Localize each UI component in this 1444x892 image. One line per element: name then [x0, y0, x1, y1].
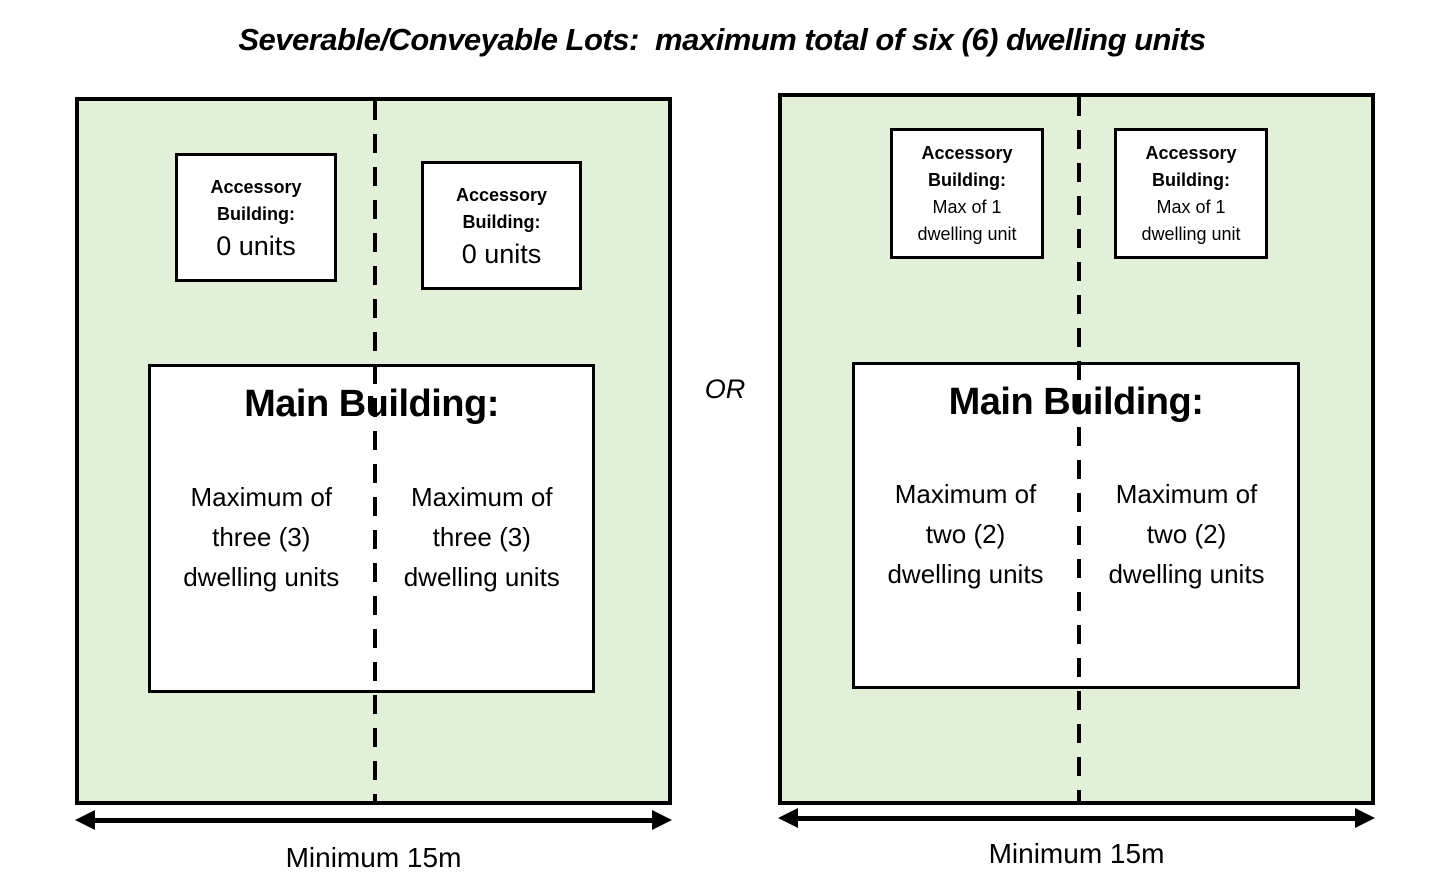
lot-width-arrow — [75, 810, 672, 830]
arrow-shaft — [95, 817, 652, 823]
arrow-right-icon — [652, 810, 672, 830]
accessory-building-box: Accessory Building: 0 units — [175, 153, 337, 282]
lot-option-2: Accessory Building: Max of 1 dwelling un… — [778, 93, 1375, 805]
main-building-left-half-label: Maximum of three (3) dwelling units — [183, 481, 340, 593]
accessory-building-units: Max of 1 dwelling unit — [1141, 196, 1241, 244]
arrow-left-icon — [778, 808, 798, 828]
severance-dashed-line — [373, 101, 377, 801]
arrow-right-icon — [1355, 808, 1375, 828]
arrow-left-icon — [75, 810, 95, 830]
severance-dashed-line — [1077, 97, 1081, 801]
diagram-title: Severable/Conveyable Lots: maximum total… — [238, 22, 1206, 57]
lot-option-1: Accessory Building: 0 units Accessory Bu… — [75, 97, 672, 805]
accessory-building-heading: Accessory Building: — [455, 184, 548, 232]
accessory-building-box: Accessory Building: 0 units — [421, 161, 582, 290]
accessory-building-units: 0 units — [216, 230, 296, 261]
main-building-right-half-label: Maximum of three (3) dwelling units — [403, 481, 560, 593]
lot-width-label: Minimum 15m — [285, 842, 462, 873]
or-separator-label: OR — [704, 374, 746, 404]
main-building-heading: Main Building: — [948, 381, 1204, 423]
main-building-right-half-label: Maximum of two (2) dwelling units — [1108, 478, 1265, 590]
accessory-building-box: Accessory Building: Max of 1 dwelling un… — [1114, 128, 1268, 259]
main-building-halves: Maximum of two (2) dwelling units Maximu… — [855, 424, 1297, 686]
main-building-halves: Maximum of three (3) dwelling units Maxi… — [151, 426, 592, 690]
accessory-building-heading: Accessory Building: — [921, 142, 1013, 190]
accessory-building-box: Accessory Building: Max of 1 dwelling un… — [890, 128, 1044, 259]
main-building-left-half-label: Maximum of two (2) dwelling units — [887, 478, 1044, 590]
arrow-shaft — [798, 815, 1355, 821]
main-building-box: Main Building: Maximum of two (2) dwelli… — [852, 362, 1300, 689]
accessory-building-heading: Accessory Building: — [210, 176, 302, 224]
lot-width-label: Minimum 15m — [988, 838, 1165, 869]
lot-width-arrow — [778, 808, 1375, 828]
accessory-building-units: 0 units — [461, 238, 542, 269]
main-building-box: Main Building: Maximum of three (3) dwel… — [148, 364, 595, 693]
accessory-building-heading: Accessory Building: — [1145, 142, 1237, 190]
accessory-building-units: Max of 1 dwelling unit — [917, 196, 1017, 244]
main-building-heading: Main Building: — [244, 383, 499, 425]
